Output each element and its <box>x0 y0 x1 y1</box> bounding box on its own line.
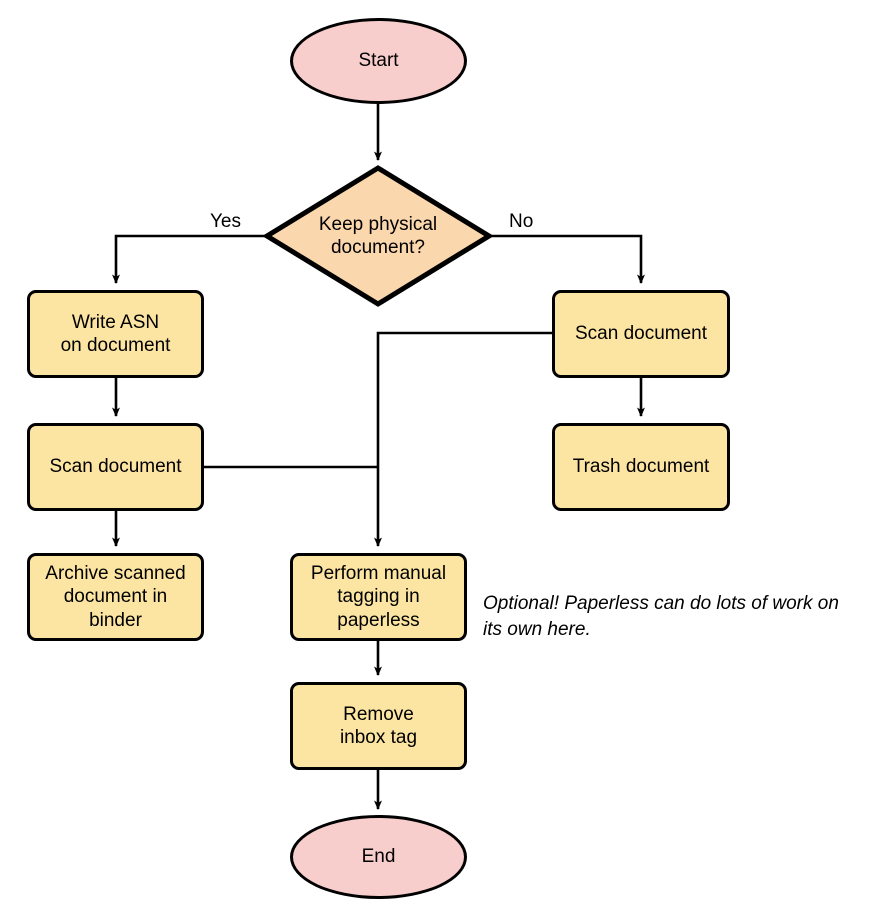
diamond-shape <box>264 165 492 307</box>
edge-decision-yes-to-write-asn <box>112 234 265 284</box>
edge-scan-right-to-manual-tagging <box>374 331 552 547</box>
node-decision-label: Keep physical document? <box>293 213 463 259</box>
node-manual-tagging-label: Perform manual tagging in paperless <box>311 562 446 632</box>
node-archive-binder-label-line1: Archive scanned <box>45 563 186 585</box>
node-archive-scanned-document-in-binder[interactable]: Archive scanned document in binder <box>27 553 204 641</box>
node-decision-label-line2: document? <box>330 237 425 258</box>
node-scan-document-left-label: Scan document <box>49 456 182 478</box>
node-manual-tagging-label-line1: Perform manual <box>310 563 447 585</box>
node-archive-binder-label-line3: binder <box>89 609 142 631</box>
node-perform-manual-tagging-in-paperless[interactable]: Perform manual tagging in paperless <box>290 553 467 641</box>
node-start-label: Start <box>358 50 399 72</box>
edge-label-yes: Yes <box>210 211 241 232</box>
annotation-optional-note-line2: its own here. <box>483 618 591 640</box>
node-end-label: End <box>361 846 396 868</box>
node-scan-document-right-label: Scan document <box>574 323 708 345</box>
node-trash-document[interactable]: Trash document <box>552 423 730 511</box>
node-archive-binder-label-line2: document in <box>63 586 168 608</box>
node-decision-keep-physical-document[interactable]: Keep physical document? <box>264 165 492 307</box>
node-decision-label-line1: Keep physical <box>318 213 438 235</box>
node-manual-tagging-label-line2: tagging in <box>337 586 420 608</box>
node-scan-document-left[interactable]: Scan document <box>27 423 204 511</box>
edge-decision-no-to-scan-right <box>491 234 645 284</box>
node-trash-document-label: Trash document <box>572 456 710 478</box>
node-start[interactable]: Start <box>290 18 467 104</box>
annotation-optional-note: Optional! Paperless can do lots of work … <box>483 591 883 642</box>
node-remove-inbox-tag-label-line2: inbox tag <box>339 727 418 748</box>
node-remove-inbox-tag[interactable]: Remove inbox tag <box>290 682 467 770</box>
annotation-optional-note-line1: Optional! Paperless can do lots of work … <box>483 593 839 614</box>
node-write-asn-label-line2: on document <box>60 335 171 356</box>
node-scan-document-right[interactable]: Scan document <box>552 290 730 378</box>
node-remove-inbox-tag-label-line1: Remove <box>343 703 414 725</box>
node-manual-tagging-label-line3: paperless <box>337 609 420 631</box>
edge-label-no: No <box>509 211 534 232</box>
node-write-asn-on-document[interactable]: Write ASN on document <box>27 290 204 378</box>
node-archive-binder-label: Archive scanned document in binder <box>45 562 185 632</box>
node-write-asn-label-line1: Write ASN <box>71 311 160 333</box>
node-remove-inbox-tag-label: Remove inbox tag <box>340 703 417 749</box>
node-write-asn-label: Write ASN on document <box>61 311 171 357</box>
node-end[interactable]: End <box>290 815 467 899</box>
